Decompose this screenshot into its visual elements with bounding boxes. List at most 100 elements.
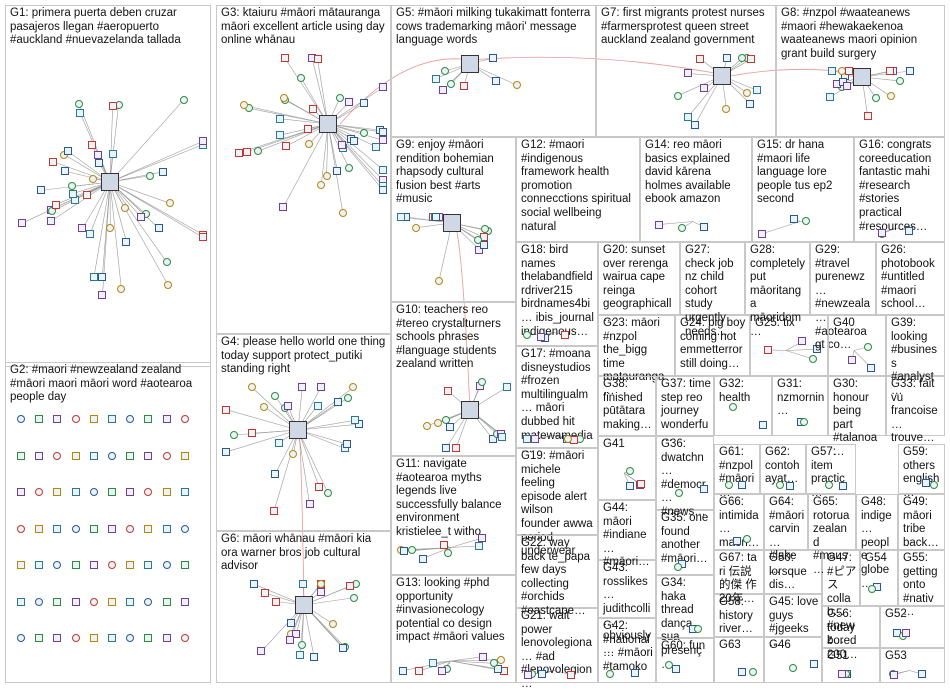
graph-node [864,112,872,120]
group-g3: G3: ktaiuru #māori mātauranga māori exce… [216,5,391,334]
graph-node [53,488,61,496]
graph-node [86,230,94,238]
graph-node [786,482,794,490]
graph-node [282,142,290,150]
graph-node [478,378,486,386]
graph-node [163,452,171,460]
group-label: G59: others english… [903,446,942,500]
graph-node [902,629,910,637]
graph-node [35,415,43,423]
group-label: G46 [769,639,819,653]
graph-node [753,86,761,94]
graph-node [37,186,45,194]
graph-node [867,364,875,372]
graph-node [397,213,405,221]
graph-node [423,422,431,430]
graph-node [163,258,171,266]
graph-node [441,67,449,75]
graph-node [749,668,757,676]
graph-node [345,98,353,106]
group-g50: G50: lorsque dis… [764,550,822,594]
graph-node [126,525,134,533]
graph-node [53,525,61,533]
graph-node [199,233,207,241]
graph-node [561,331,569,339]
graph-node [95,159,103,167]
group-label: G10: teachers reo #tereo crystalturners … [396,304,513,372]
graph-node [287,619,295,627]
graph-node [333,167,341,175]
graph-node [126,488,134,496]
graph-node [700,223,708,231]
group-label: G21: wait power lenovolegiona… #ad #leno… [521,610,595,692]
graph-node [419,555,427,563]
graph-node [53,415,61,423]
graph-node [108,452,116,460]
graph-node [47,217,55,225]
graph-node [271,392,279,400]
group-g55: G55: getting onto #nativ… [898,550,945,606]
group-label: G3: ktaiuru #māori mātauranga māori exce… [221,7,388,48]
graph-node [479,653,487,661]
graph-node [235,149,243,157]
graph-node [825,481,833,489]
graph-node [489,54,497,62]
group-label: G2: #maori #newzealand zealand #māori ma… [10,364,208,405]
graph-node [906,67,914,75]
group-label: G33: fait vu francoise… trouve… [891,378,942,446]
graph-node [379,128,387,136]
graph-node [672,665,680,673]
group-label: G52 [885,608,942,622]
graph-node [310,653,318,661]
graph-node [144,634,152,642]
graph-node [281,54,289,62]
graph-node [432,213,440,221]
graph-node [69,190,77,198]
graph-node [758,230,766,238]
graph-node [181,525,189,533]
graph-node [163,525,171,533]
group-label: G8: #nzpol #waateanews #maori #hewakaeke… [781,7,942,61]
group-label: G4: please hello world one thing today s… [221,336,388,377]
graph-node [64,147,72,155]
graph-node [379,186,387,194]
group-g31: G31: nzmornin… [772,376,828,436]
graph-node [276,131,284,139]
graph-node [181,452,189,460]
group-label: G54 [865,552,895,566]
graph-node [90,273,98,281]
graph-node [606,670,614,678]
group-g5: G5: #māori milking tukakimatt fonterra c… [391,5,596,137]
group-label: G12: #maori #indigenous framework health… [521,139,637,234]
graph-node [108,488,116,496]
graph-node [314,402,322,410]
graph-node [344,394,352,402]
graph-node [181,561,189,569]
graph-node [108,415,116,423]
graph-node [155,224,163,232]
graph-node [930,481,938,489]
graph-node [61,167,69,175]
group-g56: G56: today bored 200… [822,606,880,648]
graph-node [108,634,116,642]
graph-node [729,403,737,411]
graph-node [90,598,98,606]
group-label: G13: looking #phd opportunity #invasione… [396,577,513,645]
graph-node [415,667,423,675]
group-label: G26: photobook #untitled #maori school… [881,244,942,312]
group-g16: G16: congrats coreeducation fantastic ma… [854,137,945,242]
graph-node [474,236,482,244]
graph-node [435,277,443,285]
graph-node [523,331,531,339]
graph-node [440,541,448,549]
group-g34: G34: haka thread dança sua presenç… [656,575,714,638]
graph-node [72,598,80,606]
graph-node [53,598,61,606]
graph-node [334,398,342,406]
graph-node [868,585,876,593]
graph-node [270,507,278,515]
graph-node [439,86,447,94]
group-label: G14: reo māori basics explained david kā… [645,139,749,207]
graph-node [317,383,325,391]
